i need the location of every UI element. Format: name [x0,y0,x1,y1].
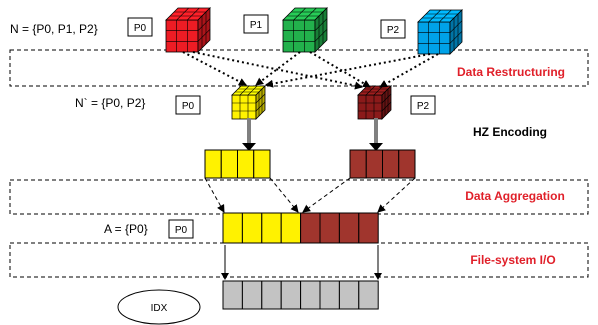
cube-front-face [231,94,257,120]
idx-label: IDX [151,303,168,314]
array-cell [319,280,340,310]
cube-p2-blue [417,9,463,55]
array-cell [358,280,379,310]
array-cell [237,149,255,179]
array-cell [398,149,416,179]
tag-top-p0: P0 [134,23,147,34]
tag-box-top-p2 [380,19,406,39]
tag-box-top-p1 [243,14,269,34]
output-array [222,280,379,310]
encoded-array-p2 [349,149,416,179]
tag-agg-p0: P0 [175,225,188,236]
a-set-label: A = {P0} [104,222,148,236]
idx-ellipse [117,289,201,325]
io-arrow-right-head [374,273,382,280]
array-cell [300,280,321,310]
n-set-label: N = {P0, P1, P2} [10,22,98,36]
restructuring-arrows [182,51,439,90]
array-cell [382,149,400,179]
data-aggregation-band [9,179,589,215]
aggregation-arrows [204,177,416,213]
array-cell [319,212,340,244]
tag-top-p2: P2 [387,25,400,36]
cube-front-face [165,19,199,53]
array-cell [220,149,238,179]
tag-box-top-p0 [127,17,153,37]
tag-box-agg-p0 [168,219,194,239]
array-cell [338,280,360,310]
io-arrow-left-head [221,273,229,280]
stage-label-hz-encoding: HZ Encoding [473,125,547,139]
cube-p2-maroon [357,85,392,120]
tag-mid-p2: P2 [417,101,430,112]
cube-front-face [357,94,383,120]
array-cell [241,212,263,244]
hz-arrow-p0-head [242,143,256,151]
array-cell [280,212,302,244]
array-cell [261,212,282,244]
stage-label-data-restructuring: Data Restructuring [457,65,565,79]
cube-front-face [282,19,316,53]
tag-box-mid-p0 [175,95,201,115]
array-cell [241,280,263,310]
tag-top-p1: P1 [250,20,263,31]
stage-label-filesystem-io: File-system I/O [470,253,555,267]
tag-mid-p0: P0 [182,101,195,112]
array-cell [222,280,243,310]
encoded-array-p0 [204,149,271,179]
array-cell [338,212,360,244]
n-prime-set-label: N` = {P0, P2} [75,96,145,110]
array-cell [300,212,321,244]
array-cell [253,149,271,179]
array-cell [222,212,243,244]
array-cell [358,212,379,244]
cube-p1-green [282,7,328,53]
aggregated-array [222,212,379,244]
array-cell [204,149,222,179]
array-cell [280,280,302,310]
hz-arrow-p2-head [369,143,383,151]
cube-p0-red [165,7,211,53]
array-cell [261,280,282,310]
array-cell [349,149,367,179]
array-cell [365,149,383,179]
stage-label-data-aggregation: Data Aggregation [465,189,565,203]
cube-front-face [417,21,451,55]
tag-box-mid-p2 [410,95,436,115]
cube-p0-yellow [231,85,266,120]
